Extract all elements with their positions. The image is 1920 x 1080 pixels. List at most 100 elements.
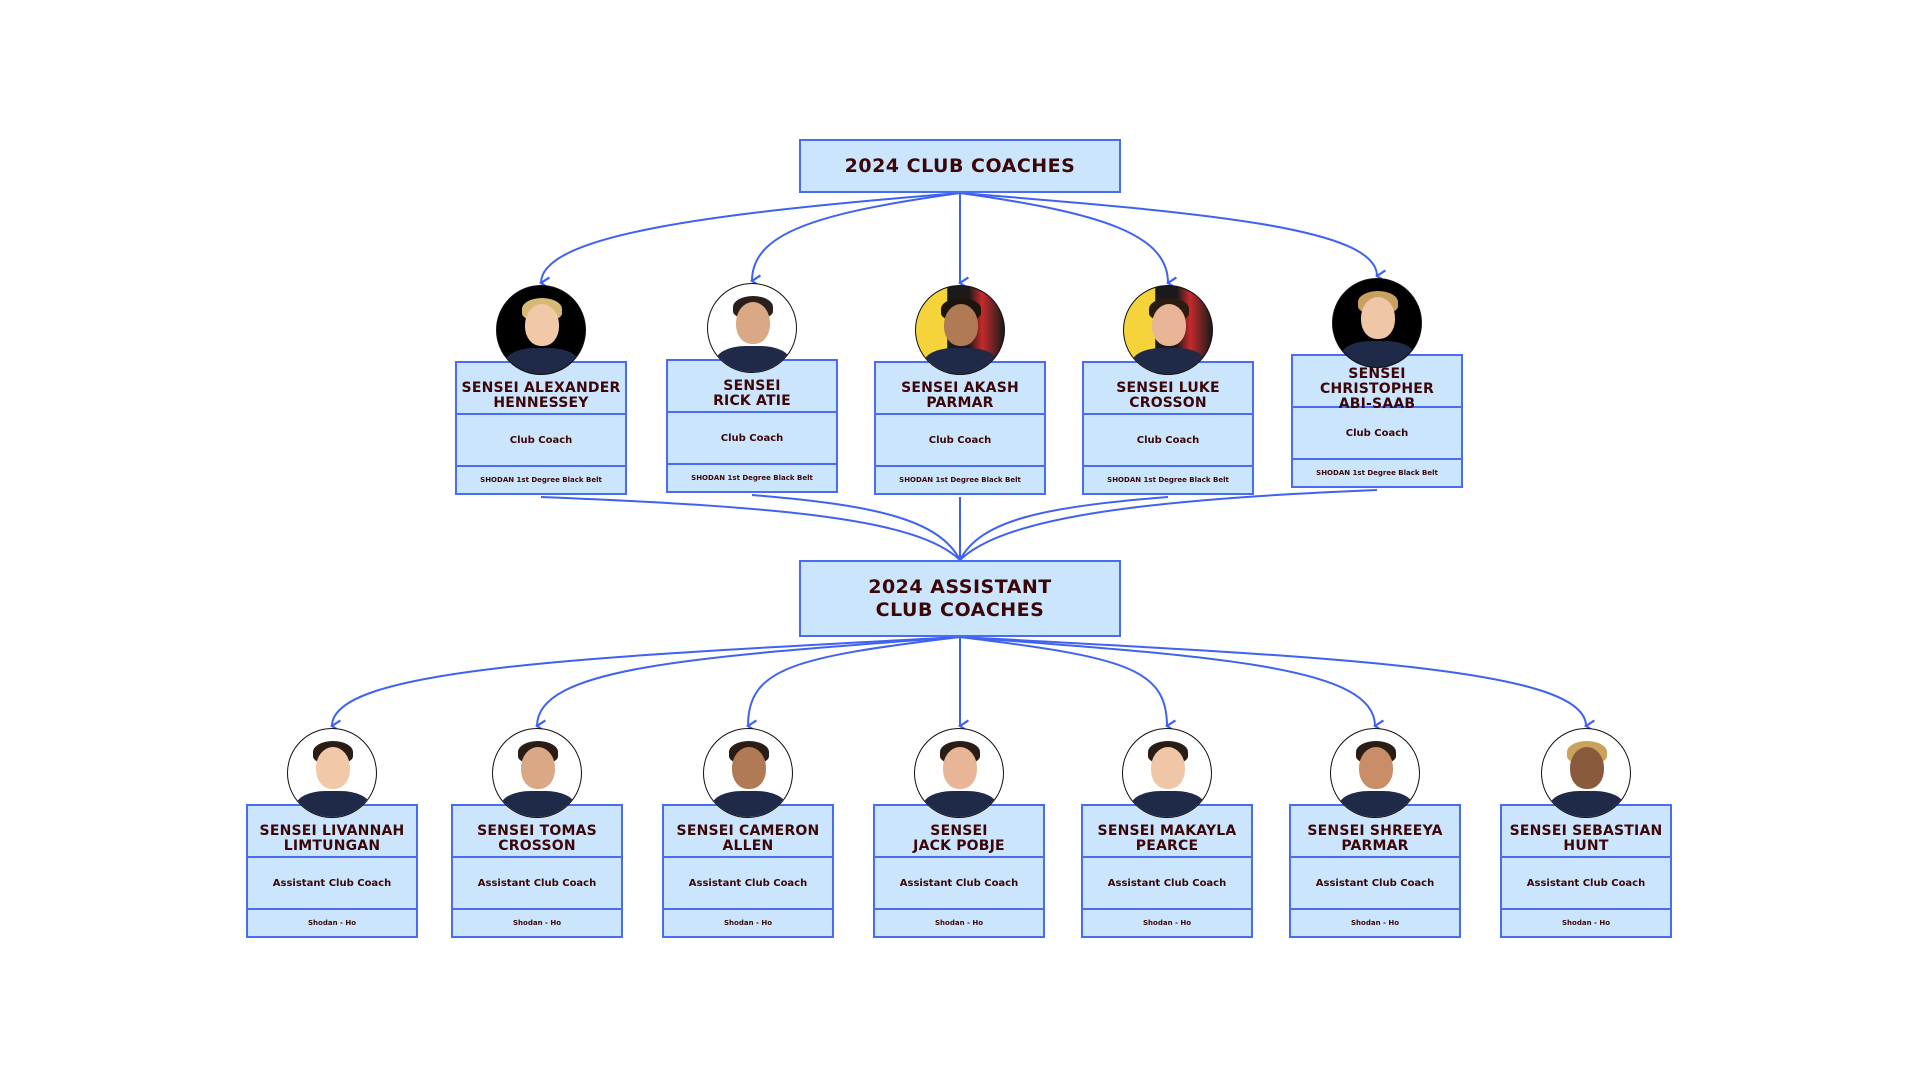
club-coaches-header: 2024 CLUB COACHES [799, 139, 1121, 193]
gi-shape [1132, 348, 1206, 374]
gi-shape [716, 346, 790, 372]
coach-name-line1: SENSEI CAMERON [676, 823, 820, 839]
coach-role: Assistant Club Coach [662, 856, 834, 910]
gi-shape [505, 348, 579, 374]
coach-name-line1: SENSEI MAKAYLA [1097, 823, 1237, 839]
coach-name-line2: HUNT [1563, 838, 1609, 854]
connector-arrow-to-assistant [745, 636, 961, 733]
gi-shape [712, 791, 786, 817]
coach-name-line2: CROSSON [1129, 395, 1207, 411]
coach-name-line1: SENSEI ALEXANDER [461, 380, 621, 396]
face-shape [732, 747, 766, 789]
face-shape [944, 304, 978, 346]
coach-name-line2: LIMTUNGAN [283, 838, 381, 854]
coach-name-line1: SENSEI TOMAS [477, 823, 597, 839]
assistant-photo-avatar [287, 728, 377, 818]
coach-name-line2: PEARCE [1135, 838, 1199, 854]
connector-arrow-to-coach [538, 192, 961, 290]
assistant-coaches-title: 2024 ASSISTANT CLUB COACHES [868, 575, 1052, 621]
coach-rank: Shodan - Ho [246, 908, 418, 938]
coach-role: Assistant Club Coach [1289, 856, 1461, 910]
gi-shape [1341, 341, 1415, 367]
connector-coach-to-assistant-header [751, 494, 961, 561]
connector-arrow-to-coach [959, 192, 1387, 283]
coach-role: Assistant Club Coach [873, 856, 1045, 910]
connector-coach-to-assistant-header [959, 496, 1169, 561]
face-shape [943, 747, 977, 789]
assistant-photo-avatar [703, 728, 793, 818]
coach-name-line2: HENNESSEY [493, 395, 589, 411]
coach-role: Club Coach [666, 411, 838, 465]
coach-rank: SHODAN 1st Degree Black Belt [874, 465, 1046, 495]
coach-name-line1: SENSEI SHREEYA [1307, 823, 1443, 839]
connector-arrow-to-coach [749, 192, 961, 288]
coach-role: Club Coach [874, 413, 1046, 467]
connector-coach-to-assistant-header [959, 489, 1378, 561]
face-shape [525, 304, 559, 346]
coach-role: Assistant Club Coach [1081, 856, 1253, 910]
coach-rank: Shodan - Ho [451, 908, 623, 938]
connector-arrow-to-assistant [959, 636, 1177, 733]
coach-name-line2: ALLEN [722, 838, 774, 854]
coach-name-line1: SENSEI LUKE [1116, 380, 1220, 396]
coach-role: Club Coach [1291, 406, 1463, 460]
coach-name-line2: RICK ATIE [713, 393, 791, 409]
coach-name-line2: JACK POBJE [913, 838, 1005, 854]
assistant-photo-avatar [1541, 728, 1631, 818]
assistant-photo-avatar [1122, 728, 1212, 818]
gi-shape [296, 791, 370, 817]
assistant-photo-avatar [1330, 728, 1420, 818]
club-coaches-title: 2024 CLUB COACHES [844, 154, 1076, 177]
face-shape [1152, 304, 1186, 346]
coach-role: Club Coach [455, 413, 627, 467]
face-shape [1570, 747, 1604, 789]
coach-rank: SHODAN 1st Degree Black Belt [455, 465, 627, 495]
coach-rank: Shodan - Ho [873, 908, 1045, 938]
coach-role: Club Coach [1082, 413, 1254, 467]
coach-role: Assistant Club Coach [1500, 856, 1672, 910]
coach-role: Assistant Club Coach [246, 856, 418, 910]
face-shape [736, 302, 770, 344]
face-shape [1359, 747, 1393, 789]
coach-name-line1: SENSEI CHRISTOPHER [1319, 365, 1435, 397]
assistant-photo-avatar [914, 728, 1004, 818]
gi-shape [501, 791, 575, 817]
gi-shape [923, 791, 997, 817]
gi-shape [924, 348, 998, 374]
coach-name-line1: SENSEI [930, 823, 988, 839]
connector-arrow-to-assistant [959, 636, 1385, 733]
coach-name-line2: PARMAR [1341, 838, 1409, 854]
coach-name-line1: SENSEI AKASH [901, 380, 1019, 396]
coach-name-line1: SENSEI LIVANNAH [259, 823, 405, 839]
connector-arrow-to-coach [959, 192, 1178, 290]
gi-shape [1550, 791, 1624, 817]
coach-rank: SHODAN 1st Degree Black Belt [666, 463, 838, 493]
connector-coach-to-assistant-header [540, 496, 961, 561]
coach-role: Assistant Club Coach [451, 856, 623, 910]
coach-name-line2: PARMAR [926, 395, 994, 411]
coach-rank: Shodan - Ho [1289, 908, 1461, 938]
coach-rank: Shodan - Ho [1081, 908, 1253, 938]
coach-name-line1: SENSEI [723, 378, 781, 394]
coach-rank: SHODAN 1st Degree Black Belt [1291, 458, 1463, 488]
coach-photo-avatar [1332, 278, 1422, 368]
assistant-coaches-header: 2024 ASSISTANT CLUB COACHES [799, 560, 1121, 637]
coach-name-line2: ABI-SAAB [1338, 395, 1416, 412]
coach-photo-avatar [915, 285, 1005, 375]
coach-photo-avatar [1123, 285, 1213, 375]
coach-name-line1: SENSEI SEBASTIAN [1509, 823, 1663, 839]
coach-photo-avatar [496, 285, 586, 375]
face-shape [521, 747, 555, 789]
